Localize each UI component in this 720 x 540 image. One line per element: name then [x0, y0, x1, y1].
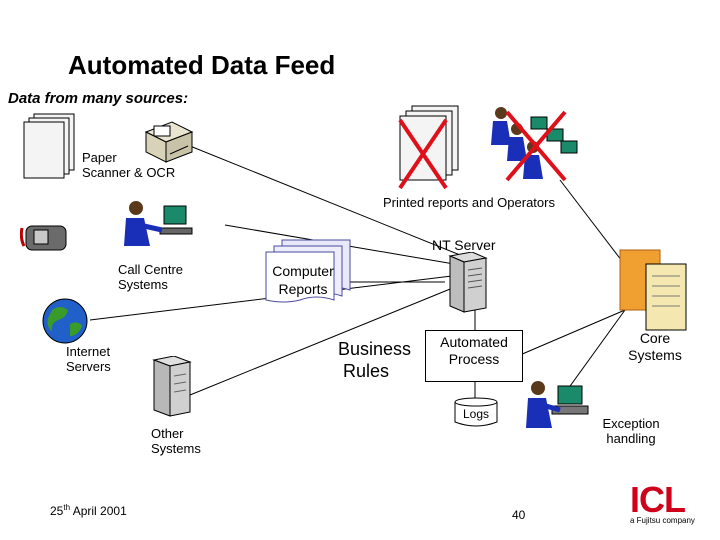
- page-number: 40: [512, 508, 526, 522]
- link-scanner-server: [189, 145, 461, 256]
- globe-icon: [42, 298, 88, 344]
- link-process-core: [519, 309, 626, 356]
- computer-reports-label: Computer Reports: [272, 263, 334, 297]
- link-core-exception: [559, 309, 626, 401]
- operators-icon: [491, 107, 578, 179]
- automated-process-box: Automated Process: [425, 330, 523, 382]
- nt-server-label: NT Server: [432, 237, 496, 253]
- cross-icon: [398, 118, 448, 190]
- other-systems-label: Other Systems: [151, 426, 201, 456]
- page-subtitle: Data from many sources:: [8, 90, 189, 107]
- call-centre-operator-icon: [124, 201, 193, 246]
- computer-reports-icon: [265, 239, 351, 303]
- link-other-server: [189, 284, 461, 396]
- call-centre-label: Call Centre Systems: [118, 262, 184, 292]
- paper-documents-icon: [23, 113, 75, 179]
- page-title: Automated Data Feed: [68, 50, 336, 80]
- core-systems-label: Core Systems: [628, 330, 682, 363]
- footer-date-day: 25: [50, 504, 64, 518]
- business-rules-label: Business Rules: [338, 339, 412, 381]
- other-systems-server-icon: [152, 356, 192, 417]
- nt-server-icon: [448, 252, 488, 313]
- link-operators-core: [559, 179, 626, 266]
- logs-database-icon: [454, 397, 498, 427]
- icl-logo: ICL a Fujitsu company: [630, 479, 710, 526]
- core-systems-icon: [619, 249, 687, 331]
- logo-brand: ICL: [630, 479, 686, 520]
- exception-handling-label: Exception handling: [602, 416, 660, 446]
- logs-label: Logs: [462, 407, 490, 421]
- automated-process-label: Automated Process: [440, 334, 508, 367]
- footer-date-rest: April 2001: [70, 504, 127, 518]
- paper-scanner-label: Paper Scanner & OCR: [82, 150, 176, 180]
- telephone-icon: [20, 225, 67, 251]
- printed-reports-label: Printed reports and Operators: [383, 195, 555, 210]
- footer-date: 25th April 2001: [50, 503, 127, 518]
- cross-icon-operators: [505, 110, 567, 182]
- logo-tagline: a Fujitsu company: [630, 516, 695, 525]
- internet-servers-label: Internet Servers: [66, 344, 111, 374]
- footer-date-suffix: th: [63, 503, 71, 512]
- exception-operator-icon: [526, 381, 589, 428]
- scanner-icon: [144, 121, 194, 163]
